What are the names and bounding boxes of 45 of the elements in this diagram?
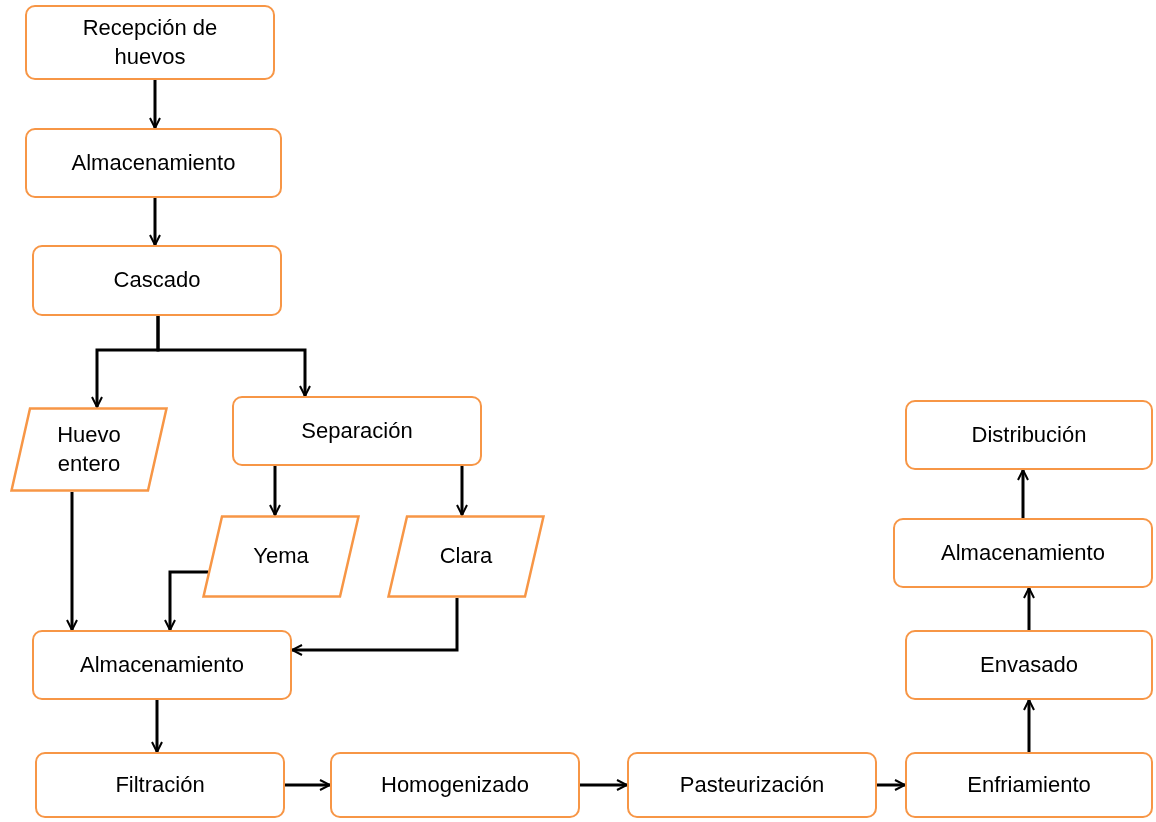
node-text: Recepción de huevos (81, 13, 219, 71)
data-parallelogram (387, 515, 545, 598)
process-box (35, 752, 285, 818)
arrow (66, 492, 78, 631)
arrow (1023, 587, 1035, 630)
node-text: Cascado (112, 266, 202, 295)
data-parallelogram (202, 515, 360, 598)
process-box (25, 5, 275, 80)
node-text: Enfriamiento (966, 770, 1092, 799)
arrow (291, 598, 459, 656)
data-parallelogram (10, 407, 168, 492)
node-text: Distribución (970, 420, 1088, 449)
node-text: Filtración (114, 770, 206, 799)
node-text: Almacenamiento (79, 650, 245, 679)
process-box (905, 630, 1153, 700)
arrow (285, 779, 331, 791)
arrow (149, 80, 161, 129)
node-text: Almacenamiento (70, 148, 237, 177)
node-text: Homogenizado (380, 770, 530, 799)
process-box (232, 396, 482, 466)
arrow (877, 779, 906, 791)
process-box (905, 400, 1153, 470)
arrow (1023, 699, 1035, 752)
arrow (149, 198, 161, 246)
process-box (32, 630, 292, 700)
node-text: Envasado (979, 650, 1079, 679)
process-box (32, 245, 282, 316)
node-text: Almacenamiento (940, 538, 1106, 567)
arrow (164, 570, 209, 631)
node-text: Clara (438, 542, 494, 571)
node-text: Yema (252, 542, 310, 571)
arrow (580, 779, 628, 791)
arrow (269, 466, 281, 516)
node-text: Separación (300, 416, 414, 445)
arrow (1017, 469, 1029, 518)
process-box (905, 752, 1153, 818)
node-text: Pasteurización (678, 770, 826, 799)
node-text: Huevo entero (56, 420, 122, 478)
process-box (627, 752, 877, 818)
process-box (25, 128, 282, 198)
process-box (893, 518, 1153, 588)
arrow (156, 316, 311, 397)
arrow (151, 700, 163, 753)
arrow (456, 466, 468, 516)
process-box (330, 752, 580, 818)
